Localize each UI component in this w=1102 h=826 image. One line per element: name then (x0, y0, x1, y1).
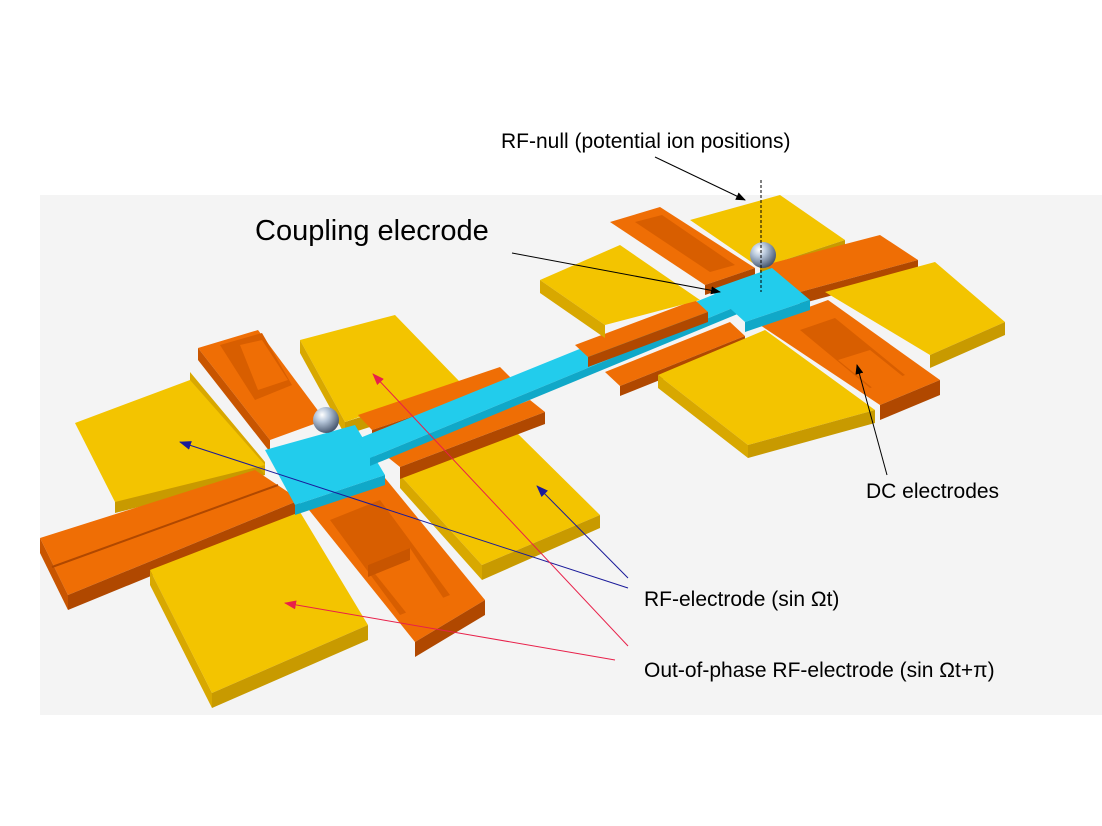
dc-electrodes-left-lower (305, 478, 485, 657)
dc-electrodes-left-upper (198, 330, 325, 452)
coupling-electrode-left (265, 425, 385, 515)
coupling-electrode-right (710, 268, 810, 332)
arrow-rf-2 (536, 485, 629, 579)
label-rf-null: RF-null (potential ion positions) (501, 130, 790, 153)
arrow-coupling (511, 252, 721, 295)
dc-bar-left-channel-bottom (385, 400, 545, 479)
left-trap (40, 315, 600, 708)
label-out-of-phase: Out-of-phase RF-electrode (sin Ωt+π) (644, 659, 995, 682)
rf-pad-right-left (540, 245, 700, 338)
label-coupling: Coupling elecrode (255, 215, 489, 247)
arrow-dc (855, 364, 888, 476)
label-dc: DC electrodes (866, 480, 999, 503)
ion-left (313, 407, 339, 433)
arrow-oop-2 (284, 600, 616, 661)
arrow-rf-1 (179, 441, 629, 589)
ion-right (750, 242, 776, 268)
rf-pad-right-right (825, 262, 1005, 368)
right-trap (540, 195, 1005, 458)
dc-bar-middle-top (575, 300, 708, 367)
rf-pad-right-bottom (658, 330, 875, 458)
rf-pad-left-bottom (150, 512, 368, 708)
dc-bar-left (40, 470, 300, 610)
label-rf-electrode: RF-electrode (sin Ωt) (644, 588, 839, 611)
dc-electrodes-right-lower (760, 300, 940, 420)
arrow-oop-1 (372, 373, 629, 647)
arrow-rf-null (654, 156, 746, 201)
rf-pad-left-top (75, 372, 265, 513)
